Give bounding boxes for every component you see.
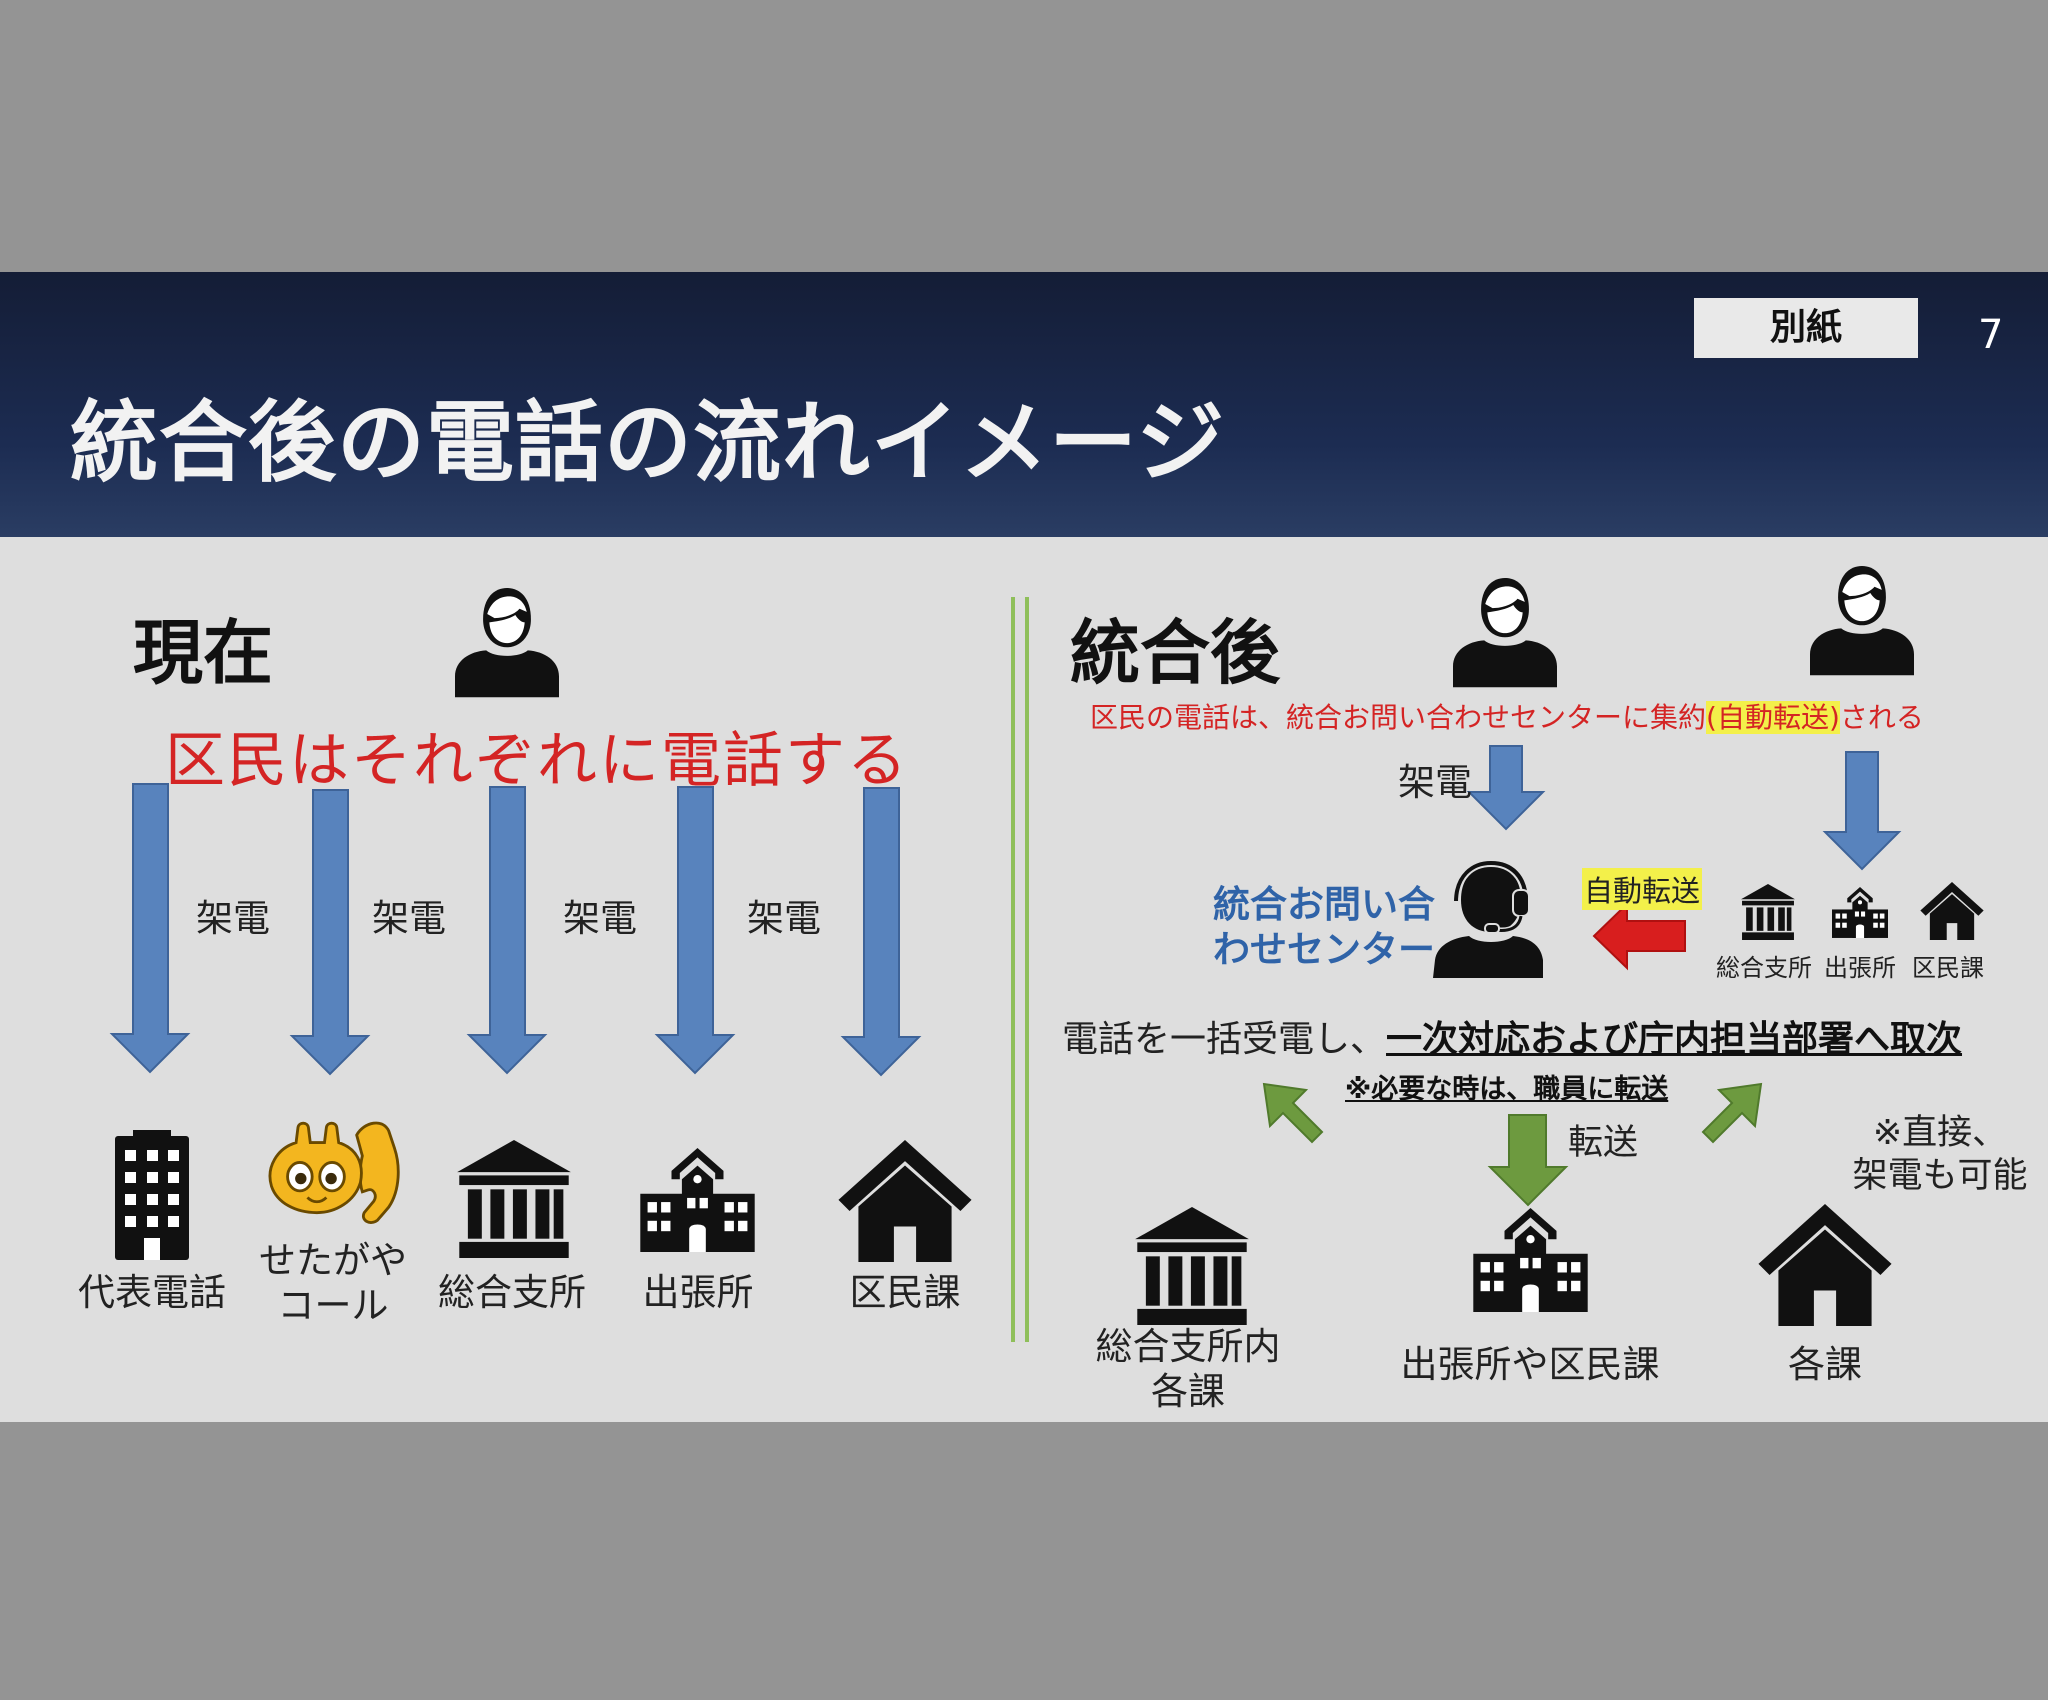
office-building-icon	[107, 1130, 197, 1260]
contact-center-name: 統合お問い合 わせセンター	[1213, 883, 1435, 972]
summary-text: 電話を一括受電し、	[1062, 1019, 1387, 1060]
house-icon	[838, 1140, 972, 1262]
small-office-label-2: 出張所	[1824, 954, 1896, 982]
destination-label-3: 総合支所	[438, 1271, 586, 1314]
school-building-icon	[1473, 1208, 1588, 1312]
destination-label-1: 代表電話	[78, 1271, 226, 1314]
summary-emphasis: 一次対応および庁内担当部署へ取次	[1386, 1019, 1963, 1060]
page-number: 7	[1978, 312, 2004, 358]
slide-header: 統合後の電話の流れイメージ 別紙 7	[0, 272, 2048, 537]
resident-icon	[455, 582, 559, 698]
call-label-1: 架電	[196, 897, 270, 940]
resident-icon	[1453, 572, 1557, 688]
bottom-label-2: 出張所や区民課	[1400, 1343, 1660, 1386]
transfer-arrow-right	[1701, 1082, 1763, 1144]
small-office-label-1: 総合支所	[1716, 954, 1812, 982]
destination-label-4: 出張所	[642, 1271, 754, 1314]
bottom-label-1: 総合支所内 各課	[1095, 1325, 1281, 1414]
section-divider	[1011, 597, 1029, 1342]
call-arrow-4	[654, 786, 736, 1075]
call-label-2: 架電	[372, 897, 446, 940]
after-merge-heading: 統合後	[1070, 612, 1280, 694]
destination-label-2: せたがや コール	[259, 1239, 407, 1328]
transfer-note: ※必要な時は、職員に転送	[1345, 1074, 1669, 1105]
house-icon	[1758, 1204, 1892, 1326]
transfer-arrow-left	[1262, 1082, 1324, 1144]
right-note: 区民の電話は、統合お問い合わせセンターに集約(自動転送)される	[1090, 696, 1924, 736]
right-note-highlight: (自動転送)	[1706, 701, 1840, 734]
left-caption: 区民はそれぞれに電話する	[165, 726, 909, 796]
slide: 統合後の電話の流れイメージ 別紙 7 現在 区民はそれぞれに電話する 架電 架電…	[0, 272, 2048, 1422]
page-title: 統合後の電話の流れイメージ	[70, 391, 1226, 494]
call-arrow-offices	[1822, 751, 1902, 871]
small-office-label-3: 区民課	[1912, 954, 1984, 982]
direct-call-note: ※直接、 架電も可能	[1852, 1113, 2028, 1196]
school-building-icon	[640, 1148, 755, 1252]
government-building-icon	[1133, 1207, 1251, 1325]
resident-icon	[1810, 560, 1914, 676]
destination-label-5: 区民課	[849, 1271, 961, 1314]
call-arrow-1	[109, 783, 191, 1074]
current-heading: 現在	[133, 612, 273, 694]
auto-transfer-label: 自動転送	[1582, 868, 1703, 910]
summary-line: 電話を一括受電し、一次対応および庁内担当部署へ取次	[1062, 1010, 1962, 1062]
call-arrow-3	[466, 786, 548, 1075]
right-note-text: 区民の電話は、統合お問い合わせセンターに集約	[1090, 701, 1707, 734]
call-arrow-center	[1466, 745, 1546, 831]
government-building-icon	[1740, 884, 1796, 940]
call-arrow-5	[840, 787, 922, 1077]
auto-transfer-arrow	[1592, 901, 1686, 971]
right-note-suffix: される	[1839, 701, 1924, 734]
government-building-icon	[455, 1140, 573, 1258]
transfer-label: 転送	[1568, 1123, 1639, 1163]
house-icon	[1920, 882, 1984, 940]
bottom-label-3: 各課	[1788, 1343, 1862, 1386]
setagaya-mascot-phone-icon	[262, 1114, 404, 1228]
attachment-badge: 別紙	[1694, 298, 1918, 358]
headset-operator-icon	[1433, 858, 1543, 978]
call-label-3: 架電	[563, 897, 637, 940]
call-arrow-2	[289, 789, 371, 1076]
arrows-layer	[109, 745, 1902, 1207]
school-building-icon	[1832, 887, 1888, 938]
call-label-center: 架電	[1398, 761, 1472, 804]
transfer-arrow-center	[1487, 1114, 1569, 1207]
call-label-4: 架電	[747, 897, 821, 940]
